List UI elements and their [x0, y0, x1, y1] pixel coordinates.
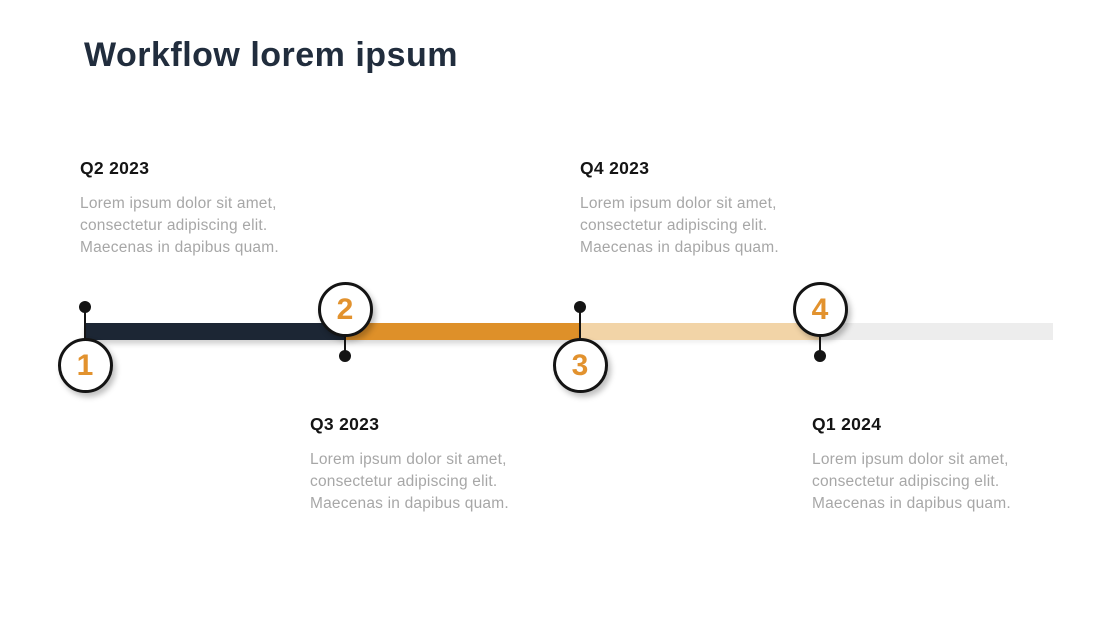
body-line: Lorem ipsum dolor sit amet,	[812, 451, 1009, 468]
marker-number: 2	[336, 292, 354, 326]
timeline-segment-1	[85, 323, 345, 340]
body-line: Lorem ipsum dolor sit amet,	[310, 451, 507, 468]
milestone-text-q1-2024: Q1 2024 Lorem ipsum dolor sit amet, cons…	[812, 414, 1072, 515]
timeline-segment-2	[345, 323, 580, 340]
body-line: Maecenas in dapibus quam.	[812, 495, 1011, 512]
marker-number: 3	[571, 348, 589, 382]
marker-circle-2: 2	[317, 282, 373, 337]
milestone-heading: Q2 2023	[80, 158, 150, 178]
marker-dot	[814, 350, 826, 362]
marker-dot	[339, 350, 351, 362]
body-line: consectetur adipiscing elit.	[310, 473, 498, 490]
timeline-segment-3	[580, 323, 820, 340]
timeline-segment-4	[820, 323, 1053, 340]
milestone-heading: Q4 2023	[580, 158, 650, 178]
milestone-body: Lorem ipsum dolor sit amet, consectetur …	[812, 449, 1072, 515]
marker-circle-4: 4	[792, 282, 848, 337]
marker-stem	[579, 307, 581, 367]
marker-stem	[84, 307, 86, 367]
marker-dot	[79, 301, 91, 313]
milestone-text-q2-2023: Q2 2023 Lorem ipsum dolor sit amet, cons…	[80, 158, 340, 259]
body-line: Maecenas in dapibus quam.	[310, 495, 509, 512]
marker-number: 1	[76, 348, 94, 382]
body-line: Maecenas in dapibus quam.	[80, 239, 279, 256]
body-line: Lorem ipsum dolor sit amet,	[80, 195, 277, 212]
page-title: Workflow lorem ipsum	[84, 36, 458, 74]
body-line: consectetur adipiscing elit.	[80, 217, 268, 234]
milestone-body: Lorem ipsum dolor sit amet, consectetur …	[310, 449, 570, 515]
milestone-body: Lorem ipsum dolor sit amet, consectetur …	[80, 193, 340, 259]
milestone-heading: Q3 2023	[310, 414, 380, 434]
milestone-heading: Q1 2024	[812, 414, 882, 434]
marker-number: 4	[811, 292, 829, 326]
marker-circle-3: 3	[552, 338, 608, 393]
body-line: consectetur adipiscing elit.	[580, 217, 768, 234]
body-line: Lorem ipsum dolor sit amet,	[580, 195, 777, 212]
milestone-body: Lorem ipsum dolor sit amet, consectetur …	[580, 193, 840, 259]
milestone-text-q4-2023: Q4 2023 Lorem ipsum dolor sit amet, cons…	[580, 158, 840, 259]
body-line: consectetur adipiscing elit.	[812, 473, 1000, 490]
marker-circle-1: 1	[57, 338, 113, 393]
marker-dot	[574, 301, 586, 313]
body-line: Maecenas in dapibus quam.	[580, 239, 779, 256]
milestone-text-q3-2023: Q3 2023 Lorem ipsum dolor sit amet, cons…	[310, 414, 570, 515]
